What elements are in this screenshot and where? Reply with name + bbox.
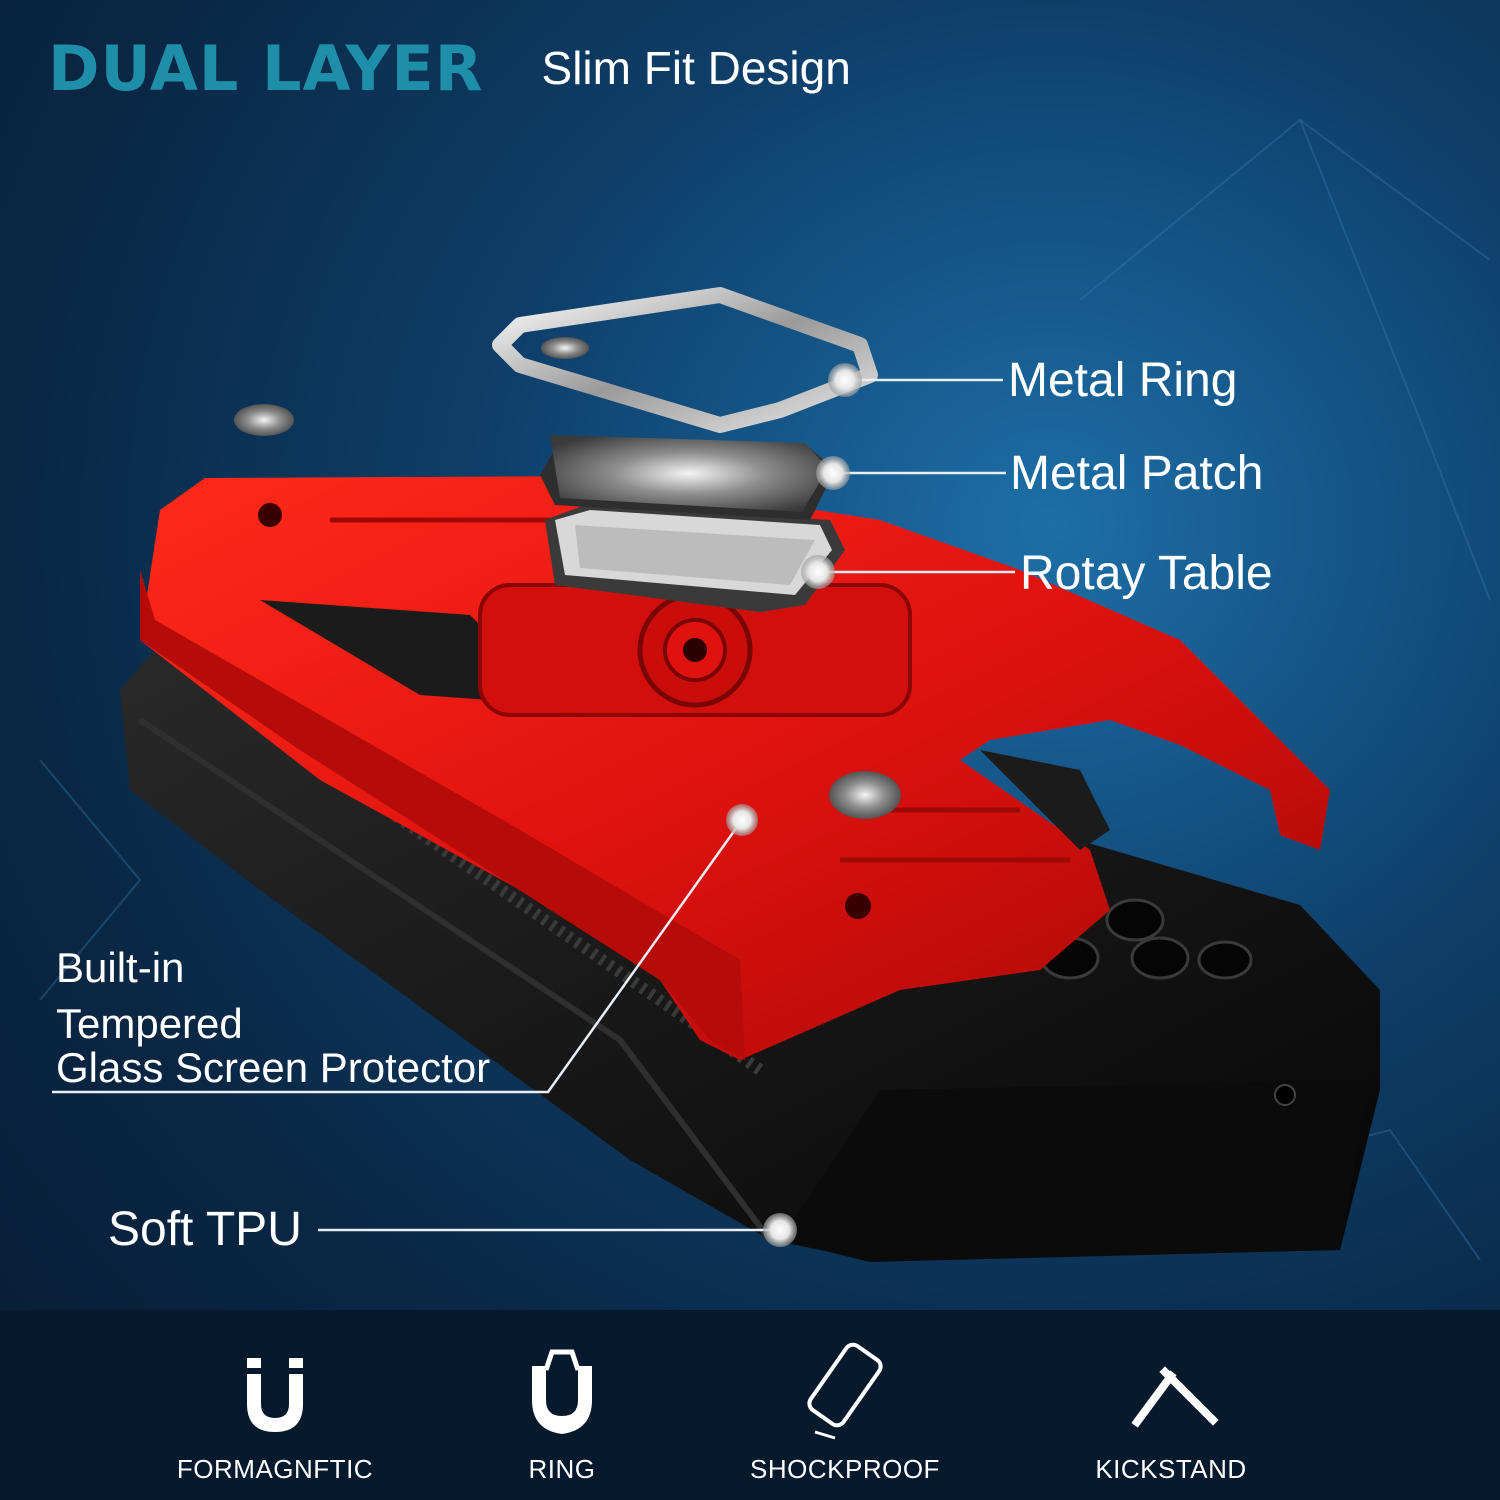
callout-soft-tpu: Soft TPU — [108, 1203, 302, 1256]
metal-ring-part — [492, 287, 878, 433]
callout-lines — [52, 378, 1015, 1232]
feature-ring-label: RING — [528, 1454, 596, 1484]
background-network — [39, 118, 1491, 1261]
magnet-icon — [247, 1358, 303, 1432]
ring-icon — [532, 1349, 592, 1434]
callout-metal-ring: Metal Ring — [1008, 354, 1238, 407]
feature-magnetic-label: FORMAGNFTIC — [176, 1454, 374, 1484]
feature-bar: FORMAGNFTIC RING SHOCKPROOF KICKSTAND — [0, 1310, 1500, 1500]
screen-protector-line-1: Built-in — [56, 944, 185, 991]
rotary-table-part — [545, 505, 845, 612]
feature-kickstand-label: KICKSTAND — [1095, 1454, 1247, 1484]
callout-metal-patch: Metal Patch — [1010, 447, 1264, 500]
phone-case-illustration — [39, 118, 1491, 1262]
phone-shockproof-icon — [807, 1342, 883, 1440]
feature-shockproof-label: SHOCKPROOF — [750, 1454, 940, 1484]
feature-magnetic: FORMAGNFTIC — [125, 1310, 425, 1500]
callout-dots — [726, 363, 862, 1247]
floating-metal-disc — [234, 404, 294, 436]
feature-kickstand: KICKSTAND — [1021, 1310, 1321, 1500]
callout-rotary-table: Rotay Table — [1020, 547, 1273, 600]
header: DUAL LAYER Slim Fit Design — [48, 28, 851, 108]
feature-ring: RING — [412, 1310, 712, 1500]
screen-protector-line-2: Tempered — [56, 1000, 243, 1047]
headline: DUAL LAYER — [48, 31, 484, 105]
feature-shockproof: SHOCKPROOF — [695, 1310, 995, 1500]
screen-protector-line-3: Glass Screen Protector — [56, 1044, 491, 1091]
subheadline: Slim Fit Design — [541, 42, 851, 94]
callout-screen-protector: Built-in Tempered Glass Screen Protector — [56, 942, 490, 1094]
kickstand-icon — [1131, 1366, 1219, 1428]
shell-metal-disc — [829, 771, 901, 819]
metal-patch-part — [540, 435, 835, 520]
